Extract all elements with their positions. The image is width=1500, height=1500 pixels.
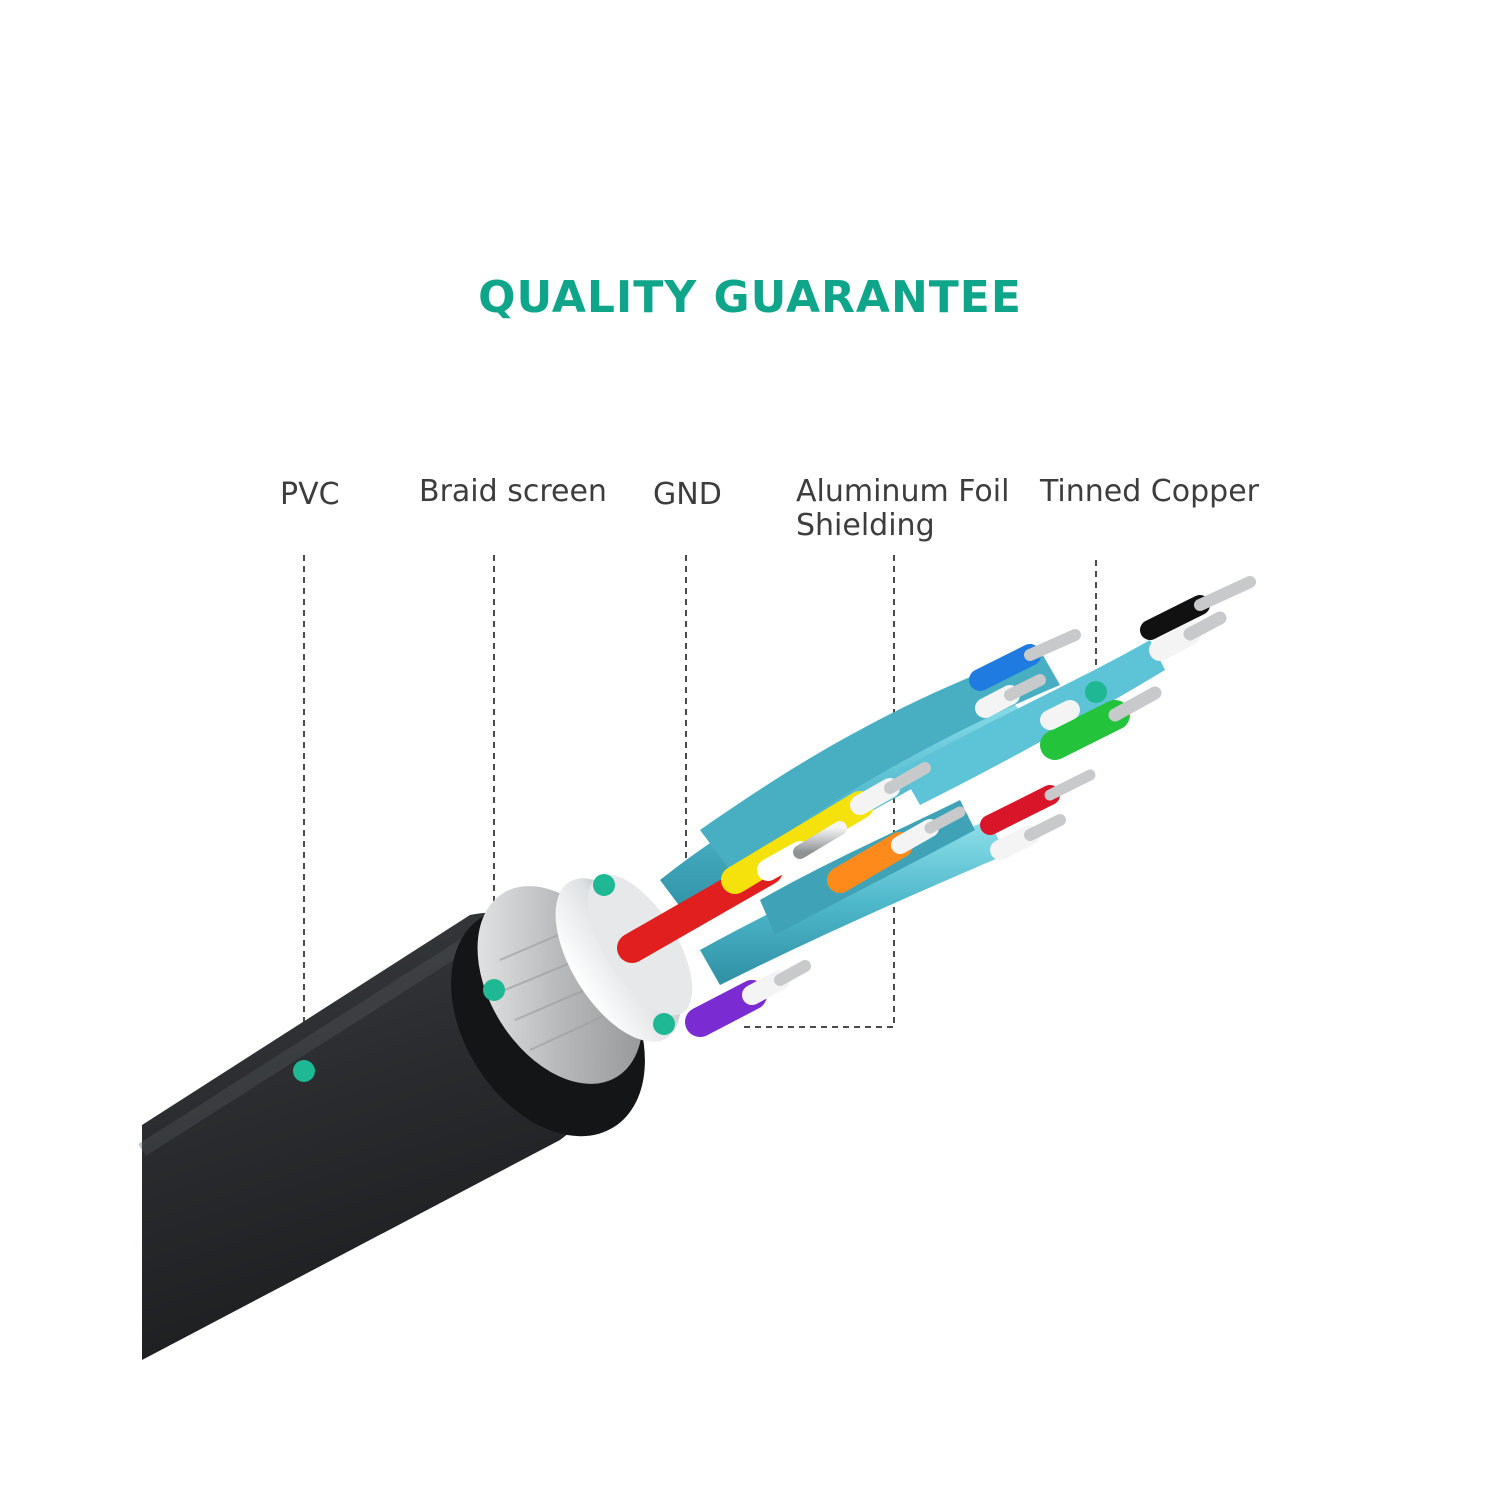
label-pvc: PVC [280, 477, 340, 512]
wire-darkred [980, 785, 1060, 835]
label-tinned-copper: Tinned Copper [1040, 474, 1259, 509]
dot-copper [1085, 681, 1107, 703]
dot-gnd [593, 874, 615, 896]
label-gnd: GND [653, 477, 722, 512]
wire-orange [827, 832, 913, 893]
dot-foil [653, 1013, 675, 1035]
label-braid-screen: Braid screen [419, 474, 607, 509]
wire-green [1040, 700, 1130, 760]
dot-braid [483, 979, 505, 1001]
label-aluminum-foil-shielding: Aluminum Foil Shielding [796, 474, 1010, 543]
wire-blue [969, 644, 1041, 691]
tinned-copper-tips [742, 576, 1256, 1005]
wire-black [1140, 595, 1210, 640]
callout-dots [293, 681, 1107, 1082]
page-title: QUALITY GUARANTEE [478, 272, 1022, 323]
dot-pvc [293, 1060, 315, 1082]
